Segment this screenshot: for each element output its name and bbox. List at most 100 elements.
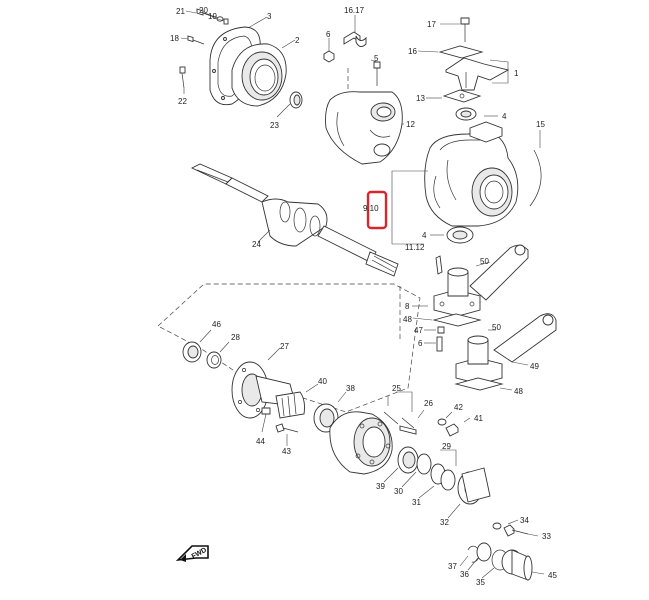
forward-arrow-icon: FWD [175,545,209,562]
callout-19[interactable]: 19 [208,12,217,21]
part-44-bolt [261,407,271,433]
part-34-washer [492,519,519,530]
callout-49[interactable]: 49 [530,362,539,371]
part-16-shim-plate [417,45,484,59]
part-27-spindle [231,347,297,419]
part-50-knuckle-arm-upper [469,244,529,301]
part-29-bracket [440,449,457,466]
part-22-stud-bolt [179,66,186,94]
part-hub-drum [329,411,393,475]
callout-41[interactable]: 41 [474,414,483,423]
part-17-bolt-top [440,17,470,42]
callout-13[interactable]: 13 [416,94,425,103]
part-pin-small [435,255,443,275]
callout-6-lower[interactable]: 6 [418,339,423,348]
callout-28[interactable]: 28 [231,333,240,342]
part-16-17-bushing-halves [343,15,367,47]
part-31-ring [418,463,456,499]
part-46-oil-seal [182,329,212,363]
callout-18[interactable]: 18 [170,34,179,43]
part-47-bolt [424,326,445,334]
callout-31[interactable]: 31 [412,498,421,507]
part-48-shim-lower [454,377,513,391]
part-4-bearing-lower [430,226,474,244]
callout-38[interactable]: 38 [346,384,355,393]
callout-1[interactable]: 1 [514,69,519,78]
callout-50-lower[interactable]: 50 [492,323,501,332]
callout-46[interactable]: 46 [212,320,221,329]
part-1-bearing-cap [445,57,510,91]
callout-20[interactable]: 20 [199,6,208,15]
callout-45[interactable]: 45 [548,571,557,580]
callout-12[interactable]: 12 [406,120,415,129]
callout-11-12[interactable]: 11.12 [405,243,425,252]
part-33-bolt [503,524,539,537]
callout-30[interactable]: 30 [394,487,403,496]
callout-43[interactable]: 43 [282,447,291,456]
part-36-washer [467,542,492,571]
part-25-wheel-studs [383,391,415,429]
part-23-oil-seal [276,91,303,118]
callout-2[interactable]: 2 [295,36,300,45]
callout-4-lower[interactable]: 4 [422,231,427,240]
part-41-bolt [445,417,471,437]
callout-29[interactable]: 29 [442,442,451,451]
part-8-king-pin-housing [412,267,481,317]
part-5-bolt [370,59,381,86]
callout-21[interactable]: 21 [176,7,185,16]
callout-15[interactable]: 15 [536,120,545,129]
callout-48-lower[interactable]: 48 [514,387,523,396]
callout-33[interactable]: 33 [542,532,551,541]
callout-24[interactable]: 24 [252,240,261,249]
callout-32[interactable]: 32 [440,518,449,527]
part-30-seal [401,453,432,488]
part-21-bolt [185,8,215,18]
callout-39[interactable]: 39 [376,482,385,491]
callout-40[interactable]: 40 [318,377,327,386]
highlight-box-9-10[interactable] [366,190,388,230]
callout-16[interactable]: 16 [408,47,417,56]
part-40-bearing [275,383,319,419]
callout-9-10[interactable]: 9.10 [363,204,379,213]
part-43-bolt [275,423,299,446]
part-45-hub-cap [501,549,545,581]
part-4-bearing-top [455,107,498,121]
part-32-flange [447,467,491,519]
part-28-spacer [206,341,230,369]
callout-8[interactable]: 8 [405,302,410,311]
callout-36[interactable]: 36 [460,570,469,579]
callout-3[interactable]: 3 [267,12,272,21]
part-49-king-pin-lower [455,335,529,385]
part-20-washer [204,12,224,22]
callout-27[interactable]: 27 [280,342,289,351]
callout-37[interactable]: 37 [448,562,457,571]
callout-16-17[interactable]: 16.17 [344,6,365,15]
callout-47[interactable]: 47 [414,326,423,335]
callout-22[interactable]: 22 [178,97,187,106]
callout-50-upper[interactable]: 50 [480,257,489,266]
part-37-snap-ring [459,545,480,567]
callout-5[interactable]: 5 [374,54,379,63]
callout-25[interactable]: 25 [392,384,401,393]
part-18-bolt [180,35,205,45]
callout-23[interactable]: 23 [270,121,279,130]
callout-42[interactable]: 42 [454,403,463,412]
part-48-shim-upper [412,313,482,327]
callout-6-top[interactable]: 6 [326,30,331,39]
part-26-bolt [399,409,425,435]
part-42-washer [437,411,453,426]
part-12-outer-knuckle [325,91,404,165]
part-2-hub-flange [231,39,296,107]
callout-34[interactable]: 34 [520,516,529,525]
callout-48-upper[interactable]: 48 [403,315,412,324]
callout-4-top[interactable]: 4 [502,112,507,121]
part-6-nut-lower [424,336,443,352]
leader-bracket-9-12 [391,170,428,245]
part-50-knuckle-arm-lower [488,313,557,363]
callout-35[interactable]: 35 [476,578,485,587]
callout-17[interactable]: 17 [427,20,436,29]
callout-26[interactable]: 26 [424,399,433,408]
callout-44[interactable]: 44 [256,437,265,446]
part-24-axle-shaft [190,163,399,277]
